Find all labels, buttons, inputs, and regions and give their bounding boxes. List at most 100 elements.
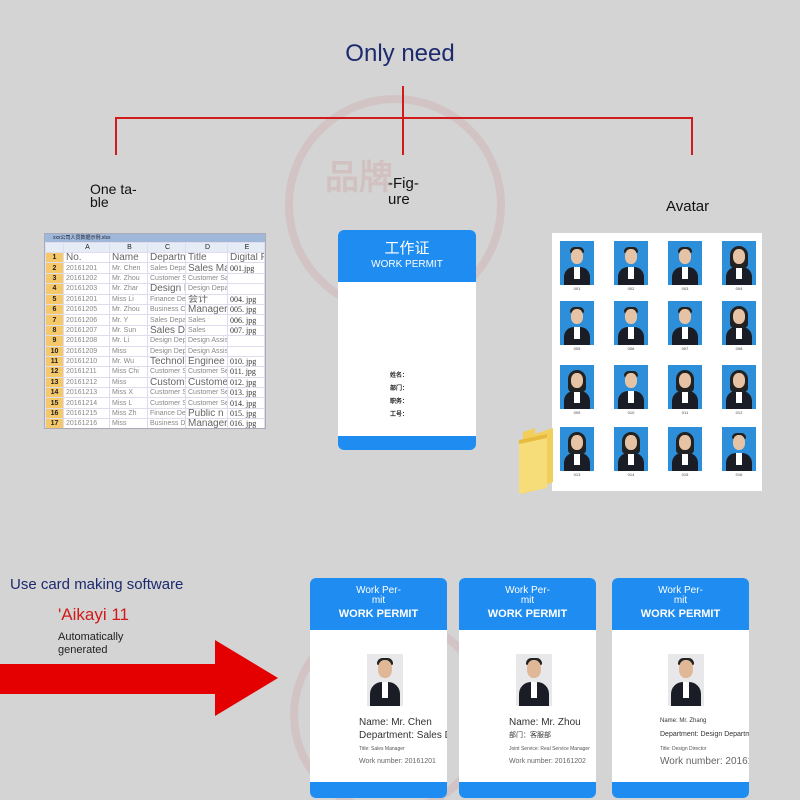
portrait-image bbox=[668, 365, 702, 409]
table-cell: Miss X bbox=[109, 387, 148, 399]
card-title-small: Work Per- mit bbox=[658, 585, 703, 606]
row-number: 4 bbox=[45, 283, 64, 295]
label-one-table: One ta- ble bbox=[90, 181, 137, 210]
row-number: 13 bbox=[45, 376, 64, 389]
field-position: 职务： bbox=[390, 399, 409, 405]
table-cell: Public n bbox=[185, 407, 228, 420]
figure-card-title-cn: 工作证 bbox=[384, 240, 430, 257]
table-cell: Business Depa bbox=[147, 418, 186, 428]
card-work-number: Work number: 20161202 bbox=[509, 758, 586, 765]
field-department: 部门： bbox=[390, 386, 409, 392]
card-footer bbox=[310, 782, 447, 798]
table-cell: 010. jpg bbox=[227, 355, 265, 368]
card-name: Name: Mr. Zhou bbox=[509, 717, 581, 728]
table-cell: 20161209 bbox=[63, 345, 110, 357]
avatar-caption: 005 bbox=[573, 346, 581, 351]
portrait-image bbox=[722, 301, 756, 345]
table-cell: Design Departm bbox=[185, 283, 228, 295]
card-name: Name: Mr. Zhang bbox=[660, 718, 707, 724]
table-cell: 20161201 bbox=[63, 293, 110, 305]
avatar-caption: 013 bbox=[573, 472, 581, 477]
column-header: A bbox=[63, 242, 110, 253]
table-cell: Customer Ser bbox=[147, 397, 186, 409]
avatar-photo: 002 bbox=[614, 241, 648, 291]
label-avatar: Avatar bbox=[666, 198, 710, 215]
table-cell: 20161210 bbox=[63, 355, 110, 368]
table-cell bbox=[227, 335, 265, 347]
table-cell: Sales Departm bbox=[147, 262, 186, 274]
table-cell: 20161205 bbox=[63, 303, 110, 316]
connector-vertical-top bbox=[402, 86, 404, 118]
table-cell: Business Cor bbox=[147, 303, 186, 316]
avatar-caption: 016 bbox=[735, 472, 743, 477]
figure-card-footer bbox=[338, 436, 476, 450]
portrait-image bbox=[668, 301, 702, 345]
avatar-photo: 009 bbox=[560, 365, 594, 415]
portrait-image bbox=[560, 365, 594, 409]
avatar-caption: 002 bbox=[627, 286, 635, 291]
avatar-caption: 010 bbox=[627, 410, 635, 415]
table-cell: 20161206 bbox=[63, 314, 110, 326]
avatar-photo: 016 bbox=[722, 427, 756, 477]
row-number: 12 bbox=[45, 366, 64, 378]
table-cell: Mr. Sun bbox=[109, 324, 148, 337]
card-name: Name: Mr. Chen bbox=[359, 717, 432, 728]
avatar-caption: 007 bbox=[681, 346, 689, 351]
row-number: 14 bbox=[45, 387, 64, 399]
table-cell: No. bbox=[63, 251, 110, 264]
card-title-small: Work Per- mit bbox=[505, 585, 550, 606]
portrait-image bbox=[668, 427, 702, 471]
avatar-photo: 007 bbox=[668, 301, 702, 351]
table-cell: 会计 bbox=[185, 293, 228, 305]
card-title: Title: Design Director bbox=[660, 746, 707, 752]
card-work-number: Work number: 20161201 bbox=[359, 758, 436, 765]
table-cell: Customer Ser bbox=[185, 366, 228, 378]
avatar-caption: 006 bbox=[627, 346, 635, 351]
table-cell: Finance Depa bbox=[147, 407, 186, 420]
table-cell: Mr. Wu bbox=[109, 355, 148, 368]
table-cell: Manager bbox=[185, 418, 228, 428]
connector-left-drop bbox=[115, 117, 117, 155]
avatar-caption: 014 bbox=[627, 472, 635, 477]
table-cell: Customer Ser bbox=[185, 397, 228, 409]
table-cell: 016. jpg bbox=[227, 418, 265, 428]
table-cell: 20161203 bbox=[63, 283, 110, 295]
card-photo bbox=[668, 654, 704, 706]
row-number: 8 bbox=[45, 324, 64, 337]
column-header: D bbox=[185, 242, 228, 253]
table-cell: Name bbox=[109, 251, 148, 264]
field-name: 姓名： bbox=[390, 373, 409, 379]
card-footer bbox=[612, 782, 749, 798]
table-cell: Miss bbox=[109, 376, 148, 389]
table-cell: Customer Ser bbox=[185, 387, 228, 399]
table-row: 1320161212MissCustomerCustome012. jpg bbox=[45, 376, 265, 389]
row-number: 17 bbox=[45, 418, 64, 428]
row-number: 10 bbox=[45, 345, 64, 357]
column-header: E bbox=[227, 242, 265, 253]
table-cell: Customer Ser bbox=[147, 387, 186, 399]
table-cell bbox=[227, 283, 265, 295]
figure-card-header: 工作证 WORK PERMIT bbox=[338, 230, 476, 282]
table-cell: 20161202 bbox=[63, 272, 110, 285]
table-cell: 012. jpg bbox=[227, 376, 265, 389]
avatar-photo: 008 bbox=[722, 301, 756, 351]
column-header bbox=[45, 242, 64, 253]
figure-card-fields: 姓名： 部门： 职务： 工号： bbox=[390, 370, 408, 422]
table-cell: Miss Zh bbox=[109, 407, 148, 420]
table-cell: 004. jpg bbox=[227, 293, 265, 305]
label-figure: -Fig- ure bbox=[388, 175, 419, 208]
table-cell: Enginee bbox=[185, 355, 228, 368]
table-cell: 006. jpg bbox=[227, 314, 265, 326]
card-photo bbox=[367, 654, 403, 706]
